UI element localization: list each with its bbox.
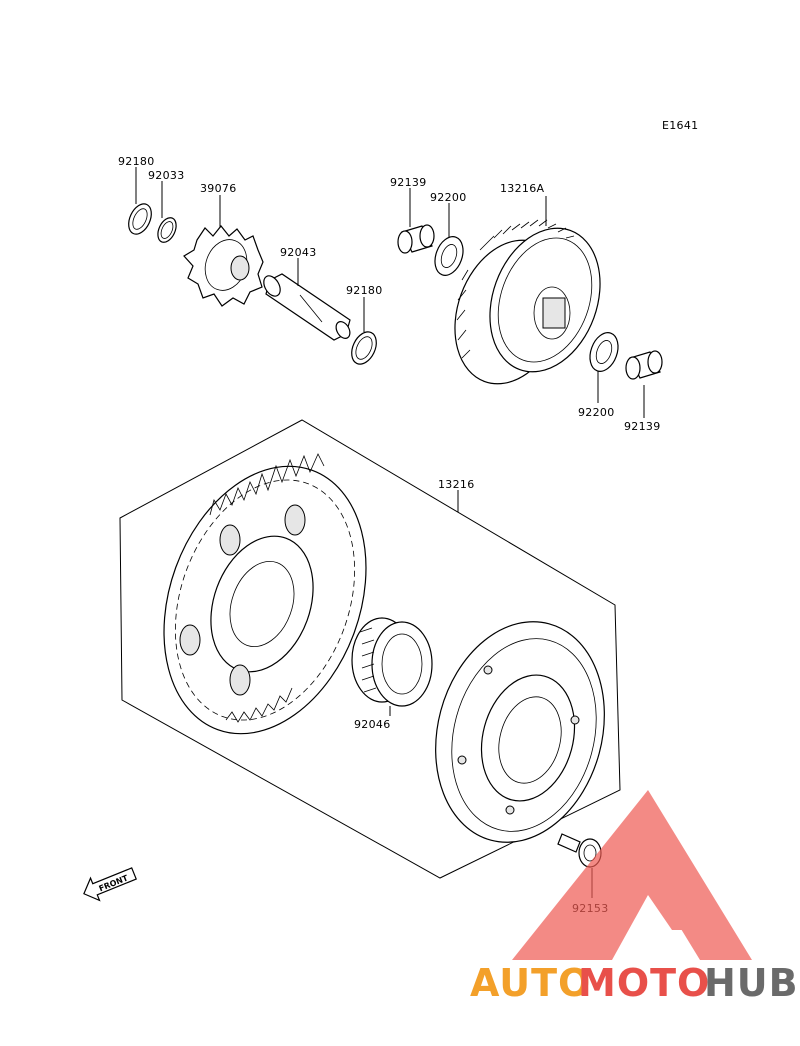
watermark-triangle-logo: [512, 790, 752, 960]
one-way-clutch: [435, 621, 605, 843]
bushing-92139-bottom: [625, 350, 663, 380]
label-92139-b: 92139: [624, 420, 661, 433]
label-92043: 92043: [280, 246, 317, 259]
washer-92180-left: [128, 203, 152, 235]
watermark-word-auto: AUTO: [470, 961, 591, 1005]
assembly-box-13216: [119, 419, 621, 879]
washer-92180-right: [351, 331, 377, 365]
watermark-word-moto: MOTO: [578, 961, 710, 1005]
washer-92200-top: [434, 236, 464, 276]
label-39076: 39076: [200, 182, 237, 195]
label-92033: 92033: [148, 169, 185, 182]
needle-bearing-92046: [351, 617, 433, 707]
front-arrow-marker: FRONT: [83, 867, 137, 902]
gear-13216A: [454, 219, 601, 385]
gear-39076: [183, 225, 264, 307]
label-92046: 92046: [354, 718, 391, 731]
diagram-code: E1641: [662, 119, 698, 132]
watermark-word-hub: HUB: [704, 961, 799, 1005]
circlip-92033: [157, 217, 177, 243]
label-13216: 13216: [438, 478, 475, 491]
shaft-92043: [263, 273, 351, 341]
label-92139-a: 92139: [390, 176, 427, 189]
label-92180-a: 92180: [118, 155, 155, 168]
washer-92200-bottom: [589, 332, 619, 372]
label-13216A: 13216A: [500, 182, 544, 195]
automotohub-watermark: AUTO MOTO HUB: [470, 790, 799, 1005]
label-92200-a: 92200: [430, 191, 467, 204]
bushing-92139-top: [397, 224, 435, 254]
label-92180-b: 92180: [346, 284, 383, 297]
starter-gear-13216: [163, 453, 367, 735]
label-92200-b: 92200: [578, 406, 615, 419]
